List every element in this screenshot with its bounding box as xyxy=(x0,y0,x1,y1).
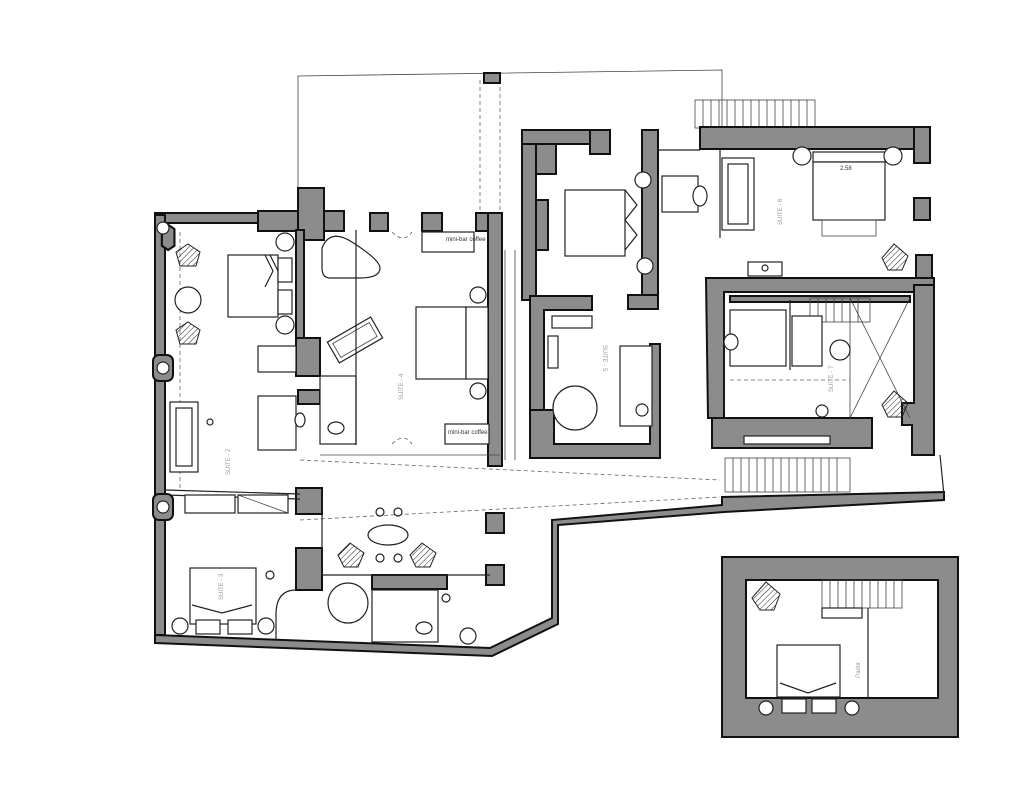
annex-label: Parlor xyxy=(856,662,862,678)
suite-7: SUITE - 7 xyxy=(704,277,935,456)
bed xyxy=(812,161,886,221)
bathtub xyxy=(321,235,381,279)
suite-2-label: SUITE - 2 xyxy=(226,448,232,475)
stair-top xyxy=(694,99,816,129)
suite-5-label: SUITE - 5 xyxy=(601,345,607,372)
suite-3: SUITE - 3 xyxy=(171,494,477,645)
suite-2: SUITE - 2 xyxy=(169,232,306,490)
bed xyxy=(415,306,467,380)
suite-4-label: SUITE - 4 xyxy=(399,373,405,400)
bed xyxy=(776,644,841,698)
suite-7-label: SUITE - 7 xyxy=(829,365,835,392)
annex: Parlor xyxy=(721,556,959,738)
suite-6: 2.58 SUITE - 6 xyxy=(658,126,933,286)
lounge-table xyxy=(367,524,409,546)
bed xyxy=(227,254,279,318)
stair-lower xyxy=(724,454,945,496)
minibar-label-2: mini-bar coffee xyxy=(448,430,488,436)
corridor xyxy=(299,454,721,576)
columns xyxy=(152,221,176,521)
suite-3-label: SUITE - 3 xyxy=(219,573,225,600)
suite-4: mini-bar coffee mini-bar coffee SUITE - … xyxy=(319,230,490,445)
walls-left-block xyxy=(154,187,945,658)
suite-6-label: SUITE - 6 xyxy=(778,198,784,225)
bed xyxy=(564,189,626,257)
dimension-label: 2.58 xyxy=(840,166,852,172)
suite-5: SUITE - 5 xyxy=(504,129,661,460)
bed xyxy=(189,567,257,625)
minibar-label-1: mini-bar coffee xyxy=(446,237,486,243)
